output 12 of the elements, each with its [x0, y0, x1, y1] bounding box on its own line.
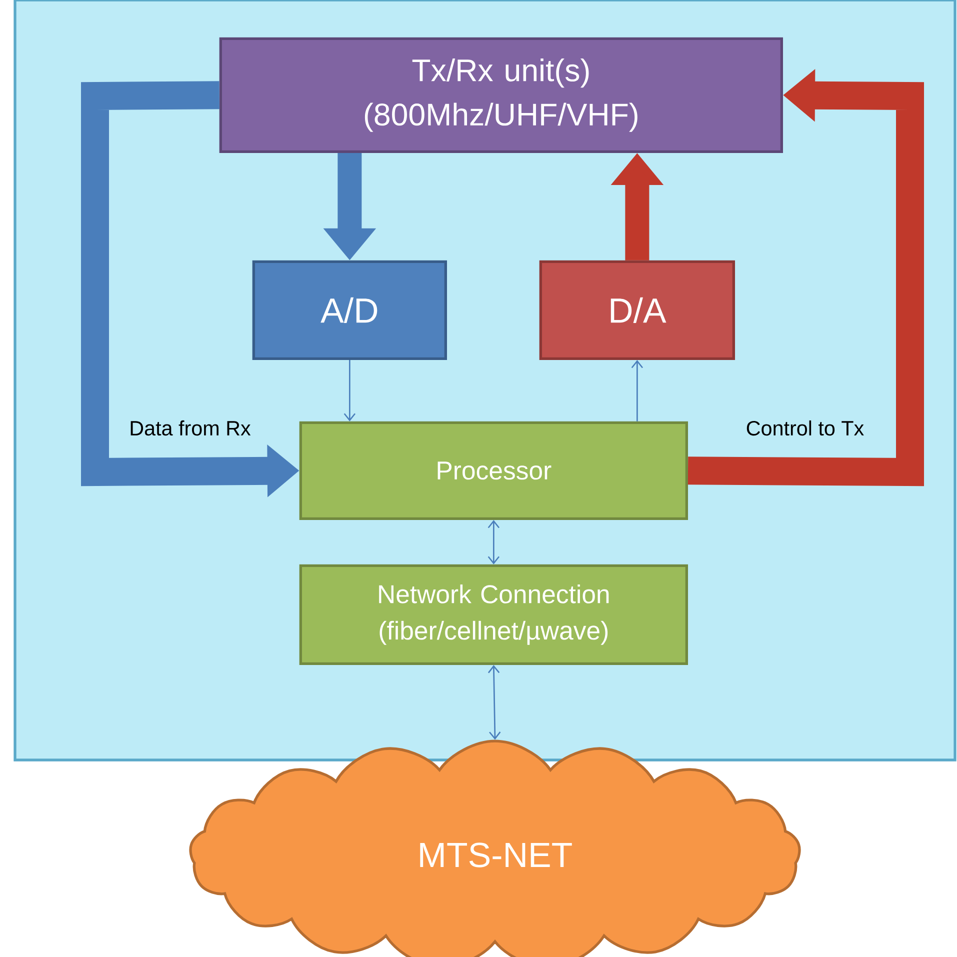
unit-box: Tx/Rx unit(s) (800Mhz/UHF/VHF): [219, 37, 783, 153]
edge-label: Data from Rx: [128, 419, 252, 437]
double-arrow: [488, 520, 500, 564]
edge-label: Control to Tx: [744, 419, 866, 437]
processor-box: Processor: [299, 421, 688, 520]
double-arrow: [488, 665, 501, 740]
network-cloud: MTS-NET: [189, 740, 801, 957]
network-box: Network Connection (fiber/cellnet/µwave): [299, 564, 688, 665]
arrow: [631, 360, 644, 422]
arrow: [344, 360, 356, 422]
converter-box: D/A: [539, 260, 735, 360]
converter-box: A/D: [252, 260, 447, 360]
